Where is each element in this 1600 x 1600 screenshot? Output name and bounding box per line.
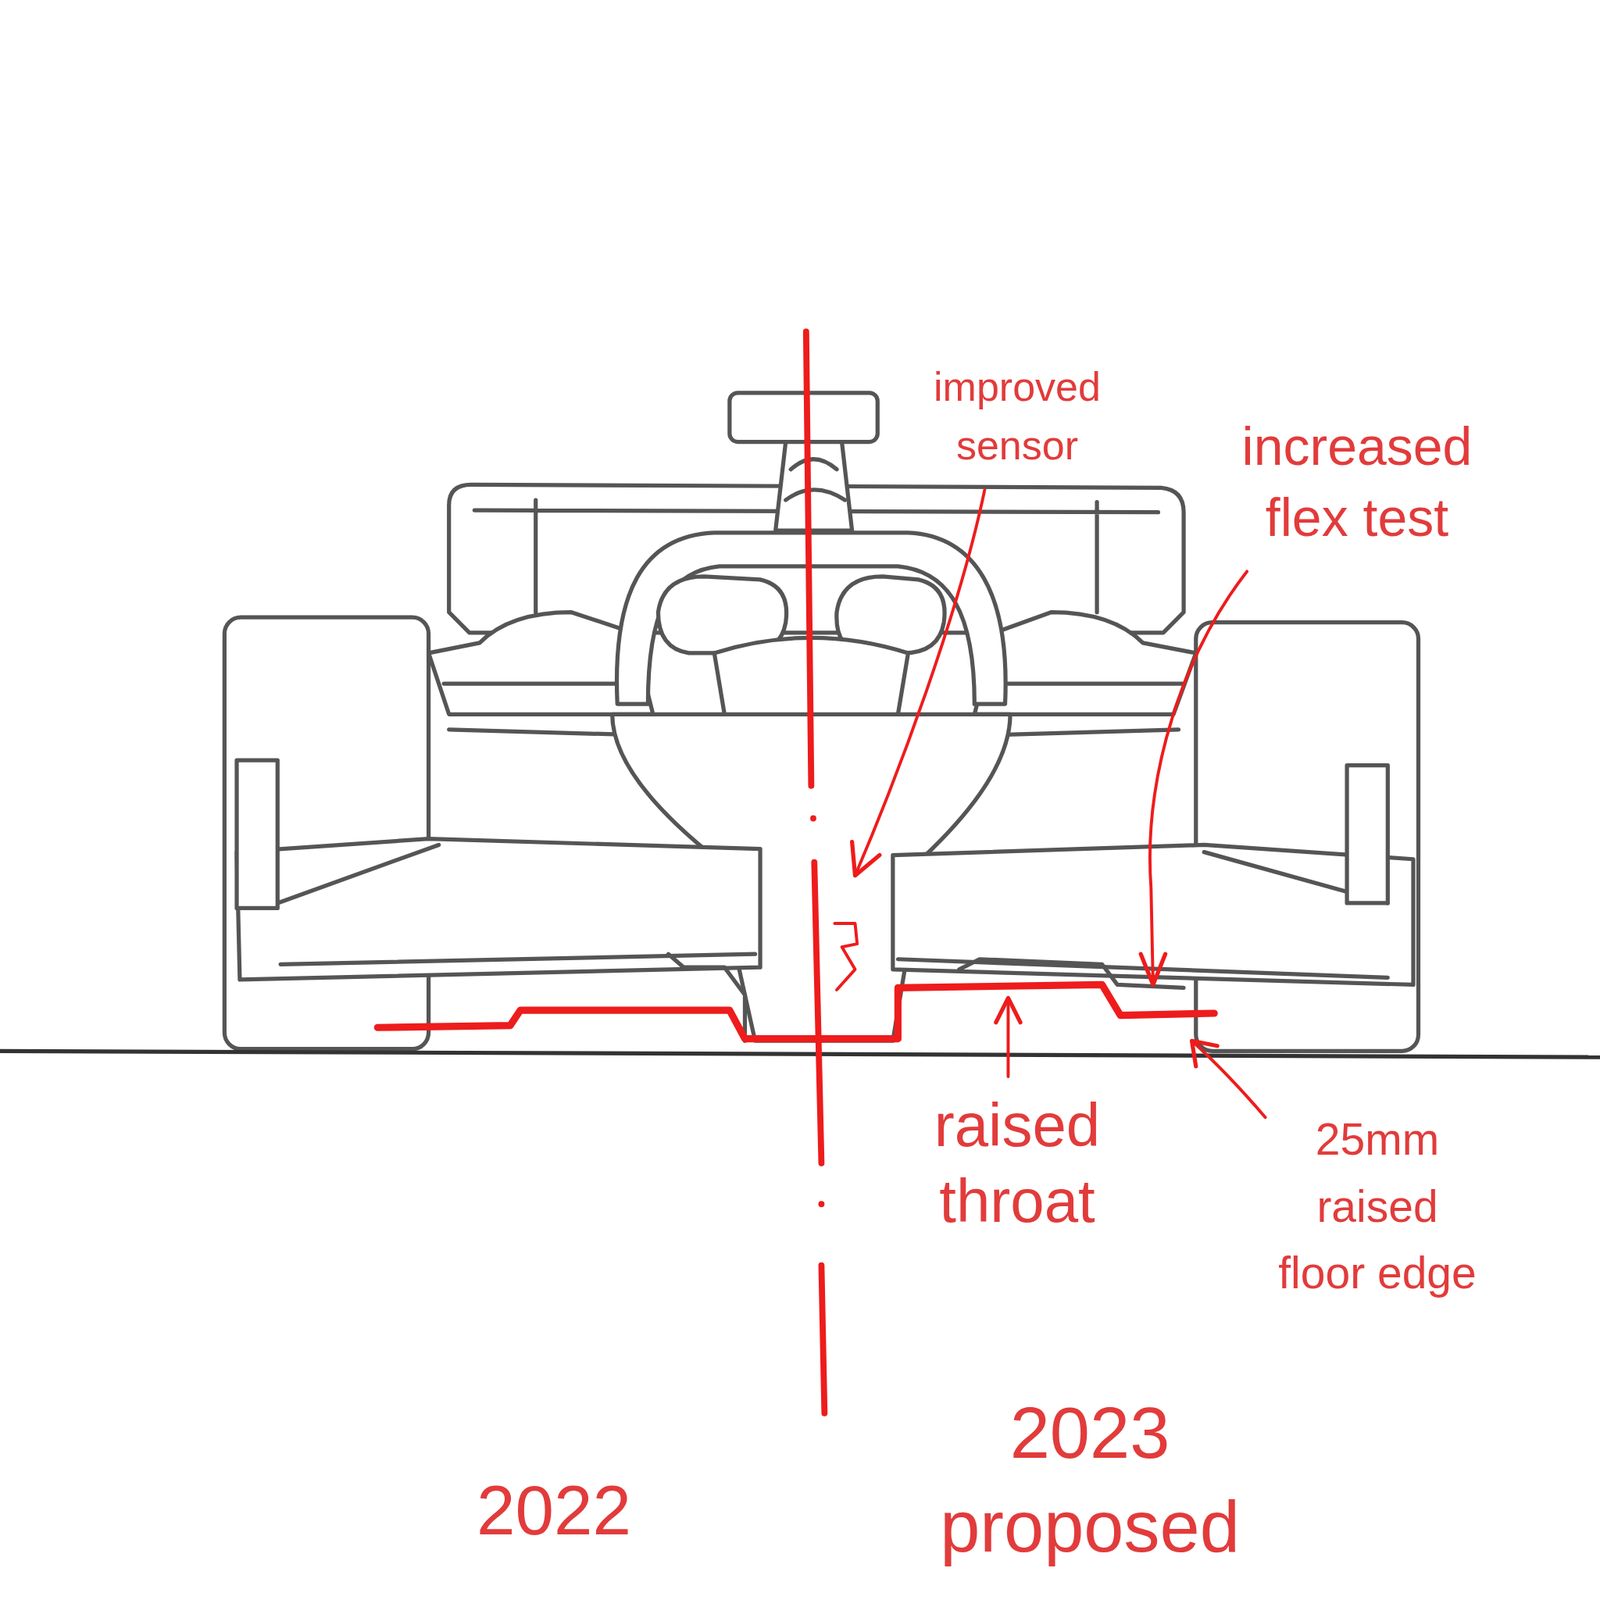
callout-label: increased flex test — [1216, 410, 1498, 554]
left-wing-detail — [277, 844, 755, 965]
right-sidepod — [974, 612, 1196, 715]
leader-line — [1192, 1040, 1266, 1118]
arrow-head — [852, 842, 880, 876]
sensor-symbol — [834, 923, 858, 990]
arrow-head — [996, 997, 1021, 1022]
right-tyre — [1196, 622, 1419, 1052]
left-front-wing — [236, 839, 761, 980]
leader-line — [1006, 997, 1010, 1077]
left-endplate — [236, 760, 278, 908]
leader-line — [1150, 571, 1247, 985]
callout-label: raised throat — [900, 1087, 1135, 1239]
leader-line — [855, 489, 986, 876]
left-tyre — [224, 617, 429, 1049]
centre-line-dot — [818, 1200, 825, 1208]
right-endplate — [1346, 765, 1388, 904]
floor-profile — [377, 984, 1215, 1039]
roll-hoop — [775, 442, 853, 532]
ground-line — [0, 1050, 1600, 1058]
year-label: 2023 proposed — [914, 1386, 1266, 1574]
dimension-label: 25mm raised floor edge — [1271, 1106, 1483, 1308]
year-label: 2022 — [436, 1468, 672, 1553]
roll-hoop-camera — [729, 392, 878, 443]
callout-label: improved sensor — [900, 357, 1135, 476]
centre-line — [806, 331, 825, 1413]
arrow-head — [1192, 1040, 1218, 1067]
roll-hoop-detail — [785, 459, 846, 500]
centre-line-dot — [810, 815, 817, 822]
arrow-head — [1140, 953, 1165, 985]
